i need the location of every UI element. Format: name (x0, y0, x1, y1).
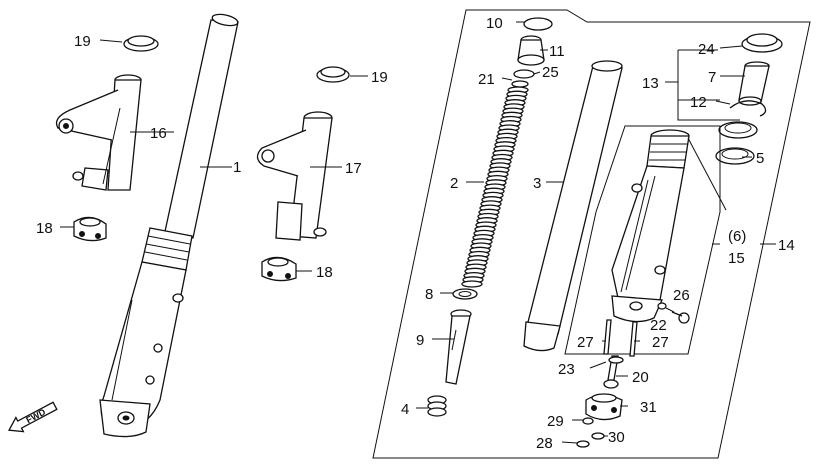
label-5: 5 (756, 150, 764, 167)
assembly-outline-15 (564, 125, 721, 355)
seal-19-right (316, 66, 350, 83)
clip-12 (729, 100, 767, 117)
label-8: 8 (425, 286, 433, 303)
damper-rod-9 (445, 309, 472, 385)
label-11: 11 (549, 43, 565, 60)
nut-28 (576, 440, 590, 448)
washer-21 (511, 80, 529, 88)
stud-27-left (603, 319, 612, 355)
seal-24 (741, 33, 783, 53)
label-26: 26 (673, 287, 690, 304)
label-31: 31 (640, 399, 657, 416)
fork-tube-1 (99, 13, 239, 438)
rebound-spring-4 (427, 395, 447, 417)
label-14: 14 (778, 237, 795, 254)
leader-lines (60, 21, 776, 444)
label-15: 15 (728, 250, 745, 267)
label-7: 7 (708, 69, 716, 86)
label-20: 20 (632, 369, 649, 386)
part-labels: 19 16 1 18 19 17 18 10 11 21 25 2 3 8 9 … (36, 15, 795, 452)
label-27-right: 27 (652, 334, 669, 351)
label-10: 10 (486, 15, 503, 32)
label-17: 17 (345, 160, 362, 177)
fwd-arrow: FWD (8, 401, 58, 433)
slider-6-leader (687, 137, 727, 211)
bolt-11 (517, 35, 545, 66)
label-19-right: 19 (371, 69, 388, 86)
oring-25 (513, 69, 535, 79)
label-2: 2 (450, 175, 458, 192)
label-21: 21 (478, 71, 495, 88)
clamp-18-right (261, 256, 297, 282)
washer-30 (591, 432, 605, 440)
washer-8 (452, 288, 478, 300)
spring-2 (461, 86, 529, 288)
label-4: 4 (401, 401, 409, 418)
slider-6 (611, 129, 690, 323)
spring-coil (461, 280, 483, 288)
clamp-18-left (73, 216, 107, 242)
label-3: 3 (533, 175, 541, 192)
label-16: 16 (150, 125, 167, 142)
stud-27-right (629, 321, 638, 357)
bolt-26 (671, 311, 690, 324)
label-19-left: 19 (74, 33, 91, 50)
label-27-left: 27 (577, 334, 594, 351)
bushing-7 (738, 61, 770, 106)
label-6: (6) (728, 228, 746, 245)
label-18-left: 18 (36, 220, 53, 237)
bracket-17 (256, 111, 333, 241)
label-28: 28 (536, 435, 553, 452)
assembly-outline-14 (372, 9, 811, 459)
label-29: 29 (547, 413, 564, 430)
seal-19-left (123, 35, 159, 52)
label-12: 12 (690, 94, 707, 111)
label-25: 25 (542, 64, 559, 81)
inner-tube-3 (523, 60, 623, 352)
label-22: 22 (650, 317, 667, 334)
washer-23 (608, 356, 624, 364)
seal-bracket-13 (677, 49, 740, 121)
label-24: 24 (698, 41, 715, 58)
washer-29 (582, 417, 594, 425)
upper-bracket-16 (55, 74, 142, 191)
cap-10 (523, 17, 553, 31)
oil-seal-5 (715, 121, 758, 165)
label-9: 9 (416, 332, 424, 349)
label-1: 1 (233, 159, 241, 176)
axle-holder-31 (585, 393, 623, 421)
label-23: 23 (558, 361, 575, 378)
label-13: 13 (642, 75, 659, 92)
label-18-right: 18 (316, 264, 333, 281)
washer-22 (657, 302, 667, 310)
label-30: 30 (608, 429, 625, 446)
